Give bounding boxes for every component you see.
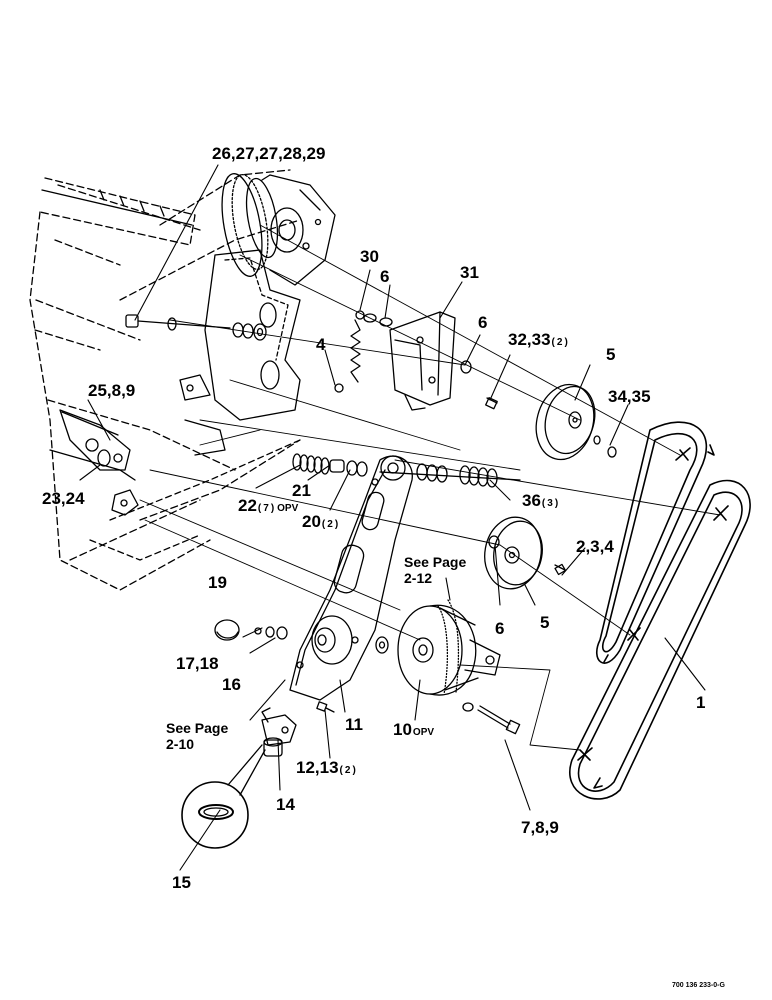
idler-arm-part-11 [289, 455, 413, 701]
callout-14: 14 [276, 795, 295, 814]
see-page-2-10-note: See Page 2-10 [166, 720, 228, 752]
callout-17-18: 17,18 [176, 654, 219, 673]
callout-4: 4 [316, 335, 326, 354]
see-page-2-12-line1: See Page [404, 554, 467, 570]
callout-23-24: 23,24 [42, 489, 85, 508]
leader-lines [79, 164, 706, 871]
lower-frame [89, 439, 301, 561]
callout-22-qty: (7) [257, 503, 277, 514]
top-pulley-assembly [221, 173, 336, 286]
callout-5-lower: 5 [540, 613, 550, 632]
callout-7-8-9: 7,8,9 [521, 818, 559, 837]
adjuster-part-14 [261, 707, 297, 757]
spring-stack [292, 453, 521, 488]
figure-id: 700 136 233-0-G [672, 982, 725, 989]
bolt-part-12 [316, 701, 335, 713]
bracket-part-31 [363, 311, 472, 411]
callout-36-text: 36 [522, 491, 541, 510]
header-frame [29, 169, 301, 591]
callout-31: 31 [460, 263, 479, 282]
callout-2-3-4: 2,3,4 [576, 537, 614, 556]
callout-12-13-text: 12,13 [296, 758, 339, 777]
callout-1: 1 [696, 693, 706, 712]
callout-32-33-qty: (2) [551, 337, 570, 348]
callout-34-35: 34,35 [608, 387, 651, 406]
knob-part-19 [214, 619, 288, 641]
support-plate [179, 249, 301, 456]
callout-22-opv: OPV [277, 503, 299, 514]
callout-16: 16 [222, 675, 241, 694]
callout-22-text: 22 [238, 496, 257, 515]
washer-part-10 [375, 636, 389, 654]
see-page-2-12-line2: 2-12 [404, 570, 433, 587]
callout-6-lower: 6 [495, 619, 505, 638]
header-frame-solid [41, 189, 193, 481]
callout-6-upper-left: 6 [380, 267, 390, 286]
callout-22: 22(7)OPV [238, 497, 298, 514]
construction-lines [139, 224, 721, 751]
callout-36: 36(3) [522, 492, 560, 509]
callout-20: 20(2) [302, 513, 340, 530]
detail-circle-part-15 [181, 744, 266, 849]
callout-32-33-text: 32,33 [508, 330, 551, 349]
callout-21: 21 [292, 481, 311, 500]
pulley-lower-5 [484, 516, 567, 590]
callout-6-upper-right: 6 [478, 313, 488, 332]
callout-12-13-qty: (2) [339, 765, 358, 776]
see-page-2-10-line1: See Page [166, 720, 229, 736]
callout-30: 30 [360, 247, 379, 266]
callout-36-qty: (3) [541, 498, 561, 509]
callout-25-8-9: 25,8,9 [88, 381, 136, 400]
bracket-part-23 [59, 409, 139, 516]
callout-11: 11 [345, 715, 363, 734]
callout-20-text: 20 [302, 512, 321, 531]
pulley-upper-5 [535, 383, 617, 461]
callout-12-13: 12,13(2) [296, 759, 358, 776]
callout-5-upper: 5 [606, 345, 616, 364]
callout-15: 15 [172, 873, 191, 892]
callout-19: 19 [208, 573, 227, 592]
shaft-washers [125, 314, 267, 341]
callout-26: 26,27,27,28,29 [212, 144, 326, 163]
callout-10: 10OPV [393, 721, 434, 738]
drum-pulley [397, 599, 501, 696]
callout-10-opv: OPV [412, 727, 435, 738]
bolt-part-7 [462, 702, 521, 735]
callout-32-33: 32,33(2) [508, 331, 570, 348]
see-page-2-10-line2: 2-10 [166, 736, 195, 753]
callout-20-qty: (2) [321, 519, 341, 530]
see-page-2-12-note: See Page 2-12 [404, 554, 466, 586]
spring-part-4 [334, 310, 365, 393]
callout-10-text: 10 [393, 720, 412, 739]
bolt-part-32 [485, 397, 498, 410]
belt-part-1 [569, 421, 751, 800]
